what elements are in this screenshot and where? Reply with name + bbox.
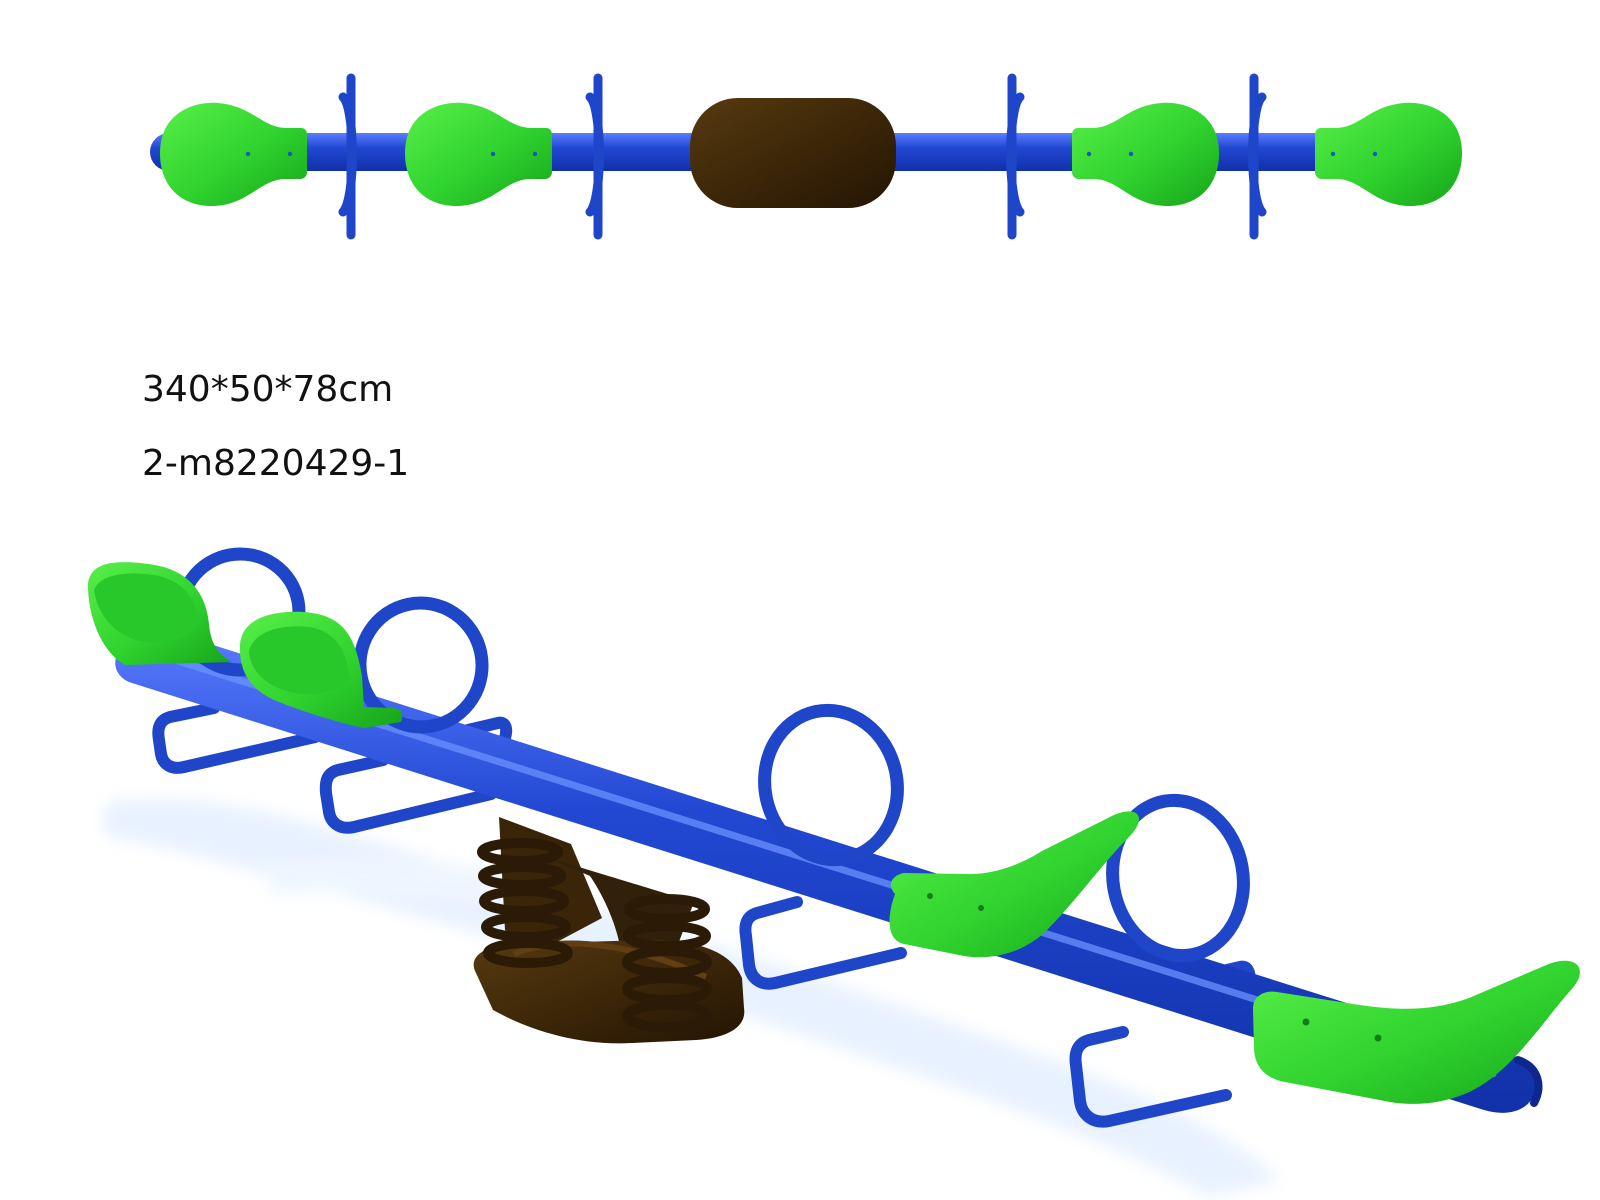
top-view-handle-right-outer [1248,73,1267,240]
right-spring [622,894,712,1032]
top-view-seat-4 [1315,102,1462,207]
product-model-code: 2-m8220429-1 [142,443,410,484]
right-inner-handle [758,703,904,867]
product-dimensions: 340*50*78cm [142,369,394,410]
perspective-seat-2 [239,611,403,728]
top-view-handle-right-inner [1006,73,1025,240]
top-view-seat-1 [160,102,307,207]
perspective-seat-1 [87,562,232,665]
top-view-seat-3 [1072,102,1219,207]
spring-base-assembly [473,817,745,1044]
top-view-center-base [690,98,896,208]
top-view-handle-left-inner [585,73,604,240]
perspective-view-seesaw [87,547,1580,1128]
left-spring [477,838,573,968]
top-view-seesaw [150,73,1462,240]
left-outer-footrest [152,702,321,774]
top-view-handle-left-outer [338,73,357,240]
perspective-seat-3 [889,811,1140,958]
top-view-seat-2 [405,102,552,207]
right-outer-handle [1106,793,1250,963]
perspective-main-beam [115,626,1538,1113]
perspective-seat-4 [1253,960,1580,1104]
